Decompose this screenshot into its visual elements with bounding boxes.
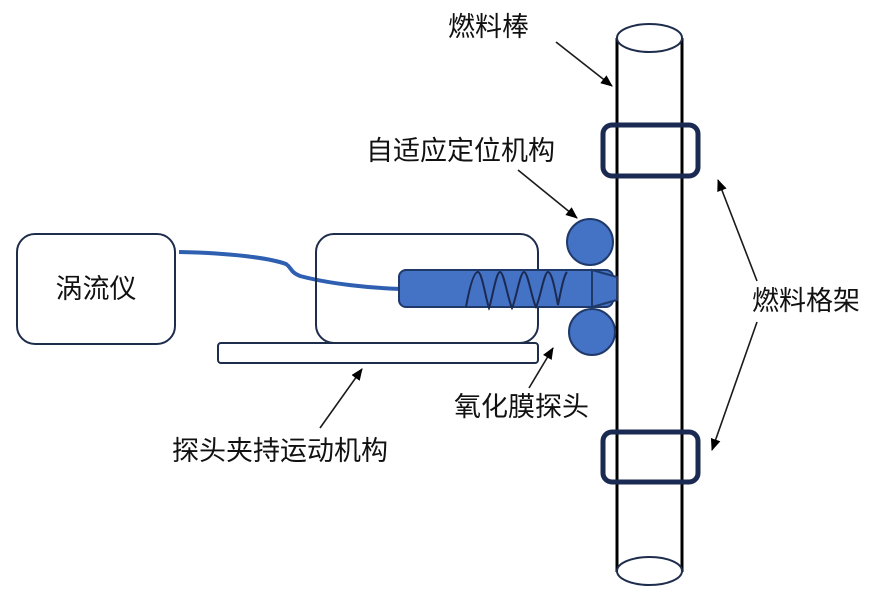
fuel-rod-arrow: [555, 41, 613, 87]
adaptive-positioning-arrow: [517, 169, 578, 219]
coil-spring: [465, 270, 568, 311]
oxide-probe-label: 氧化膜探头: [454, 392, 589, 423]
fuel-grid-label: 燃料格架: [752, 286, 860, 317]
oxide-probe-arrow: [528, 347, 554, 389]
eddy-current-instrument: 涡流仪: [16, 233, 176, 345]
positioning-roller-lower: [568, 308, 616, 356]
fuel-rod-label: 燃料棒: [448, 12, 529, 43]
fuel-grid-upper: [600, 122, 701, 179]
probe-tip: [591, 268, 618, 309]
fuel-grid-lower: [600, 429, 701, 485]
fuel-grid-arrow-lower: [710, 321, 758, 451]
probe-clamp-motion-label: 探头夹持运动机构: [172, 436, 388, 467]
fuel-grid-arrow-upper: [717, 179, 758, 282]
fuel-rod-top-cap: [616, 23, 683, 53]
motion-rail: [217, 342, 539, 364]
positioning-roller-upper: [566, 218, 614, 266]
probe-clamp-motion-arrow: [319, 368, 363, 429]
fuel-rod: [615, 23, 684, 586]
adaptive-positioning-label: 自适应定位机构: [366, 136, 555, 167]
oxide-film-probe: [398, 268, 618, 311]
eddy-current-instrument-box: [16, 233, 176, 345]
signal-cable: [178, 250, 403, 291]
eddy-current-instrument-label: 涡流仪: [56, 274, 137, 305]
fuel-rod-bottom-cap: [616, 556, 683, 586]
probe-clamp-motion-mechanism: [217, 233, 539, 364]
